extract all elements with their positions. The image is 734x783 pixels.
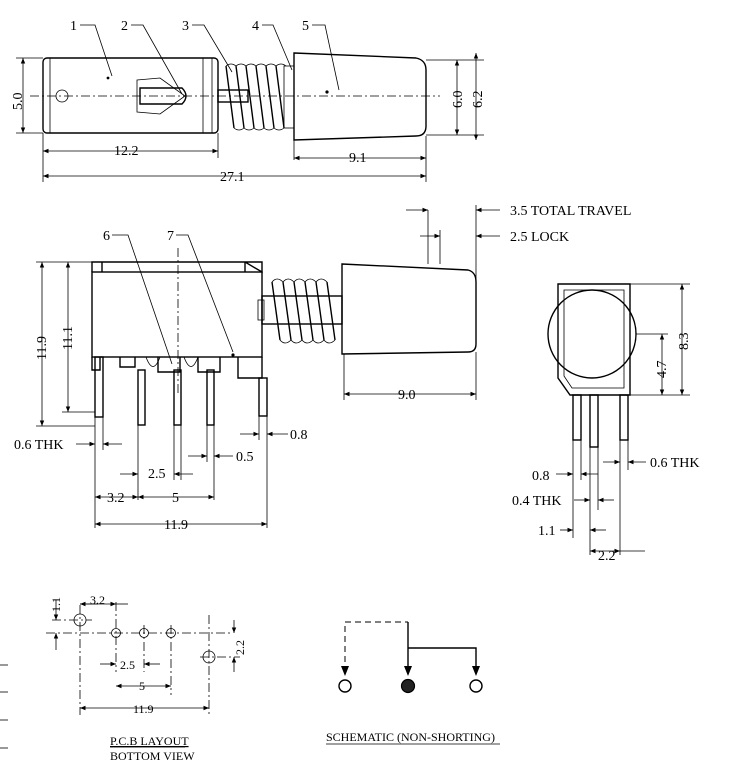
pcb-dim-11-9: 11.9 xyxy=(133,702,154,716)
dim-side-11-1: 11.1 xyxy=(61,326,76,350)
side-pin-4 xyxy=(206,369,215,426)
schematic-dashed-link xyxy=(344,621,408,672)
dim-side-0-8: 0.8 xyxy=(290,428,308,443)
dim-front-0-8: 0.8 xyxy=(532,469,550,484)
dim-side-9-0: 9.0 xyxy=(398,388,416,403)
pcb-dim-2-2: 2.2 xyxy=(233,640,247,655)
dim-side-thk: 0.6 THK xyxy=(14,438,64,453)
edge-ticks xyxy=(0,664,8,749)
dim-top-5-0: 5.0 xyxy=(11,93,26,111)
pcb-caption: P.C.B LAYOUT xyxy=(110,734,189,748)
dim-side-11-9: 11.9 xyxy=(35,336,50,360)
side-pin-1 xyxy=(94,356,104,418)
callout-2: 2 xyxy=(121,19,128,34)
side-pin-3 xyxy=(173,369,182,426)
dim-front-2-2: 2.2 xyxy=(598,549,616,564)
pcb-dim-3-2: 3.2 xyxy=(90,593,105,607)
slider-pointer xyxy=(139,87,187,105)
dim-front-0-4-thk: 0.4 THK xyxy=(512,494,562,509)
pcb-dim-2-5: 2.5 xyxy=(120,658,135,672)
schematic-caption: SCHEMATIC (NON-SHORTING) xyxy=(326,730,495,744)
dim-top-6-2: 6.2 xyxy=(471,91,486,109)
pcb-dim-1-1: 1.1 xyxy=(49,597,63,612)
schematic-terminal-1 xyxy=(338,679,352,693)
dim-top-9-1: 9.1 xyxy=(349,151,367,166)
callout-3: 3 xyxy=(182,19,189,34)
pcb-subcaption: BOTTOM VIEW xyxy=(110,749,195,763)
dim-side-3-2: 3.2 xyxy=(107,491,125,506)
top-body-outline xyxy=(42,57,219,134)
dim-lock: 2.5 LOCK xyxy=(510,230,569,245)
dim-top-6-0: 6.0 xyxy=(451,91,466,109)
dim-front-4-7: 4.7 xyxy=(655,361,670,379)
dim-side-11-9-w: 11.9 xyxy=(164,518,188,533)
schematic-terminal-common xyxy=(400,678,416,694)
dim-front-8-3: 8.3 xyxy=(677,333,692,351)
side-pin-5 xyxy=(258,377,268,417)
dim-travel: 3.5 TOTAL TRAVEL xyxy=(510,204,631,219)
pcb-dim-5: 5 xyxy=(139,679,145,693)
side-view: 6 7 11.9 11.1 3.5 TOTAL TRAVEL 2.5 LOCK … xyxy=(14,204,631,533)
schematic-terminal-2 xyxy=(469,679,483,693)
dim-side-2-5: 2.5 xyxy=(148,467,166,482)
top-cap xyxy=(293,52,427,141)
top-view: 1 2 3 4 5 5.0 6.0 6.2 12.2 9.1 27.1 xyxy=(11,19,486,185)
callout-1: 1 xyxy=(70,19,77,34)
schematic: SCHEMATIC (NON-SHORTING) xyxy=(326,621,500,745)
callout-5: 5 xyxy=(302,19,309,34)
dim-side-0-5: 0.5 xyxy=(236,450,254,465)
side-body xyxy=(91,271,263,358)
dim-top-12-2: 12.2 xyxy=(114,144,139,159)
dim-side-5: 5 xyxy=(172,491,179,506)
dim-top-27-1: 27.1 xyxy=(220,170,245,185)
pcb-layout: 1.1 3.2 2.2 2.5 5 11.9 P.C.B LAYOUT BOTT… xyxy=(46,593,247,763)
side-pin-2 xyxy=(137,369,146,426)
callout-4: 4 xyxy=(252,19,259,34)
front-view: 8.3 4.7 0.8 0.4 THK 0.6 THK 1.1 2.2 xyxy=(512,283,700,564)
dim-front-0-6-thk: 0.6 THK xyxy=(650,456,700,471)
dim-front-1-1: 1.1 xyxy=(538,524,556,539)
front-cap-circle xyxy=(547,289,637,379)
callout-6: 6 xyxy=(103,229,110,244)
callout-7: 7 xyxy=(167,229,174,244)
side-cap xyxy=(341,263,477,355)
